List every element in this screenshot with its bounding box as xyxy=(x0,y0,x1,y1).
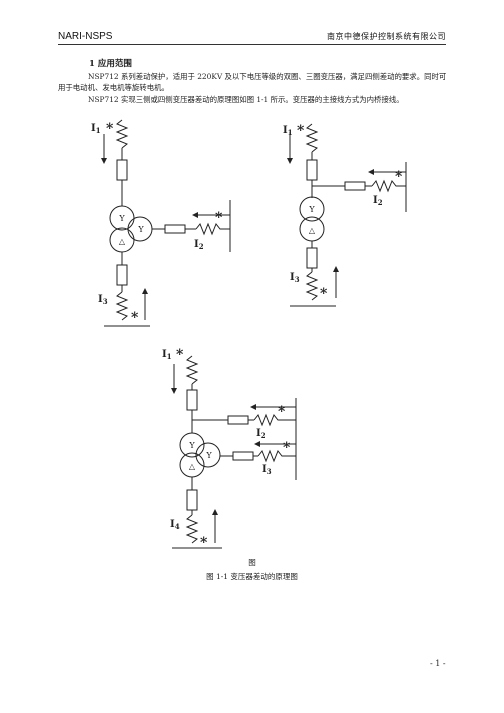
polarity-star: * xyxy=(395,169,403,185)
arrowhead xyxy=(250,404,256,410)
polarity-star: * xyxy=(106,121,114,137)
winding-y-label: Y xyxy=(118,214,125,223)
resistor xyxy=(232,451,254,461)
winding-delta-label: △ xyxy=(309,226,316,235)
resistor xyxy=(344,181,366,191)
section-title: 1 应用范围 xyxy=(89,59,132,69)
current-label-i3: I3 xyxy=(290,272,300,284)
ct-zigzag xyxy=(115,291,129,321)
polarity-star: * xyxy=(215,210,223,226)
winding-delta-label: △ xyxy=(189,462,196,471)
winding-y-label: Y xyxy=(205,451,212,460)
resistor xyxy=(306,159,318,181)
arrowhead xyxy=(254,441,260,447)
ct-zigzag xyxy=(305,271,319,301)
figure-caption: 图 1-1 变压器差动的原理图 xyxy=(206,572,298,581)
current-label-i1: I1 xyxy=(91,123,101,135)
polarity-star: * xyxy=(176,347,184,363)
winding-y-label: Y xyxy=(137,225,144,234)
polarity-star: * xyxy=(320,286,328,302)
current-label-i2: I2 xyxy=(256,428,266,440)
arrowhead xyxy=(171,388,177,394)
winding-circle xyxy=(195,442,221,468)
resistor xyxy=(186,389,198,411)
winding-y-label: Y xyxy=(188,441,195,450)
resistor xyxy=(306,247,318,269)
winding-circle xyxy=(299,196,325,222)
ct-zigzag xyxy=(253,413,296,427)
current-label-i2: I2 xyxy=(373,195,383,207)
winding-circle xyxy=(179,432,205,458)
resistor xyxy=(116,159,128,181)
current-label-i1: I1 xyxy=(283,125,293,137)
ct-zigzag xyxy=(185,514,199,544)
resistor xyxy=(116,264,128,286)
ct-zigzag xyxy=(257,449,296,463)
resistor xyxy=(186,489,198,511)
polarity-star: * xyxy=(131,310,139,326)
arrowhead xyxy=(287,158,293,164)
arrowhead xyxy=(192,212,198,218)
winding-circle xyxy=(109,205,135,231)
arrowhead xyxy=(212,509,218,515)
ct-zigzag xyxy=(185,355,199,385)
polarity-star: * xyxy=(297,123,305,139)
diagram-c xyxy=(172,355,297,549)
ct-zigzag xyxy=(115,119,129,149)
resistor xyxy=(227,415,249,425)
header-company-name: 南京中德保护控制系统有限公司 xyxy=(327,32,446,41)
current-label-i4: I4 xyxy=(170,519,180,531)
diagram-a xyxy=(103,119,231,327)
polarity-star: * xyxy=(283,440,291,456)
ct-zigzag xyxy=(305,123,319,153)
winding-delta-label: △ xyxy=(119,237,126,246)
polarity-star: * xyxy=(200,535,208,551)
header-company-code: NARI-NSPS xyxy=(58,31,113,42)
paragraph-1: NSP712 系列差动保护，适用于 220KV 及以下电压等级的双圈、三圈变压器… xyxy=(58,72,447,92)
page-number: - 1 - xyxy=(430,659,446,668)
figure-label: 图 xyxy=(248,558,256,567)
current-label-i2: I2 xyxy=(194,239,204,251)
ct-zigzag xyxy=(195,222,230,236)
current-label-i1: I1 xyxy=(162,349,172,361)
ct-zigzag xyxy=(371,179,406,193)
current-label-i3: I3 xyxy=(98,294,108,306)
resistor xyxy=(164,224,186,234)
arrowhead xyxy=(142,288,148,294)
arrowhead xyxy=(368,169,374,175)
arrowhead xyxy=(101,158,107,164)
header-divider xyxy=(58,44,446,45)
winding-y-label: Y xyxy=(308,205,315,214)
arrowhead xyxy=(333,266,339,272)
current-label-i3: I3 xyxy=(262,464,272,476)
diagram-b xyxy=(289,123,407,307)
paragraph-2: NSP712 实现三侧或四侧变压器差动的原理图如图 1-1 所示。变压器的主接线… xyxy=(88,95,404,104)
polarity-star: * xyxy=(278,404,286,420)
